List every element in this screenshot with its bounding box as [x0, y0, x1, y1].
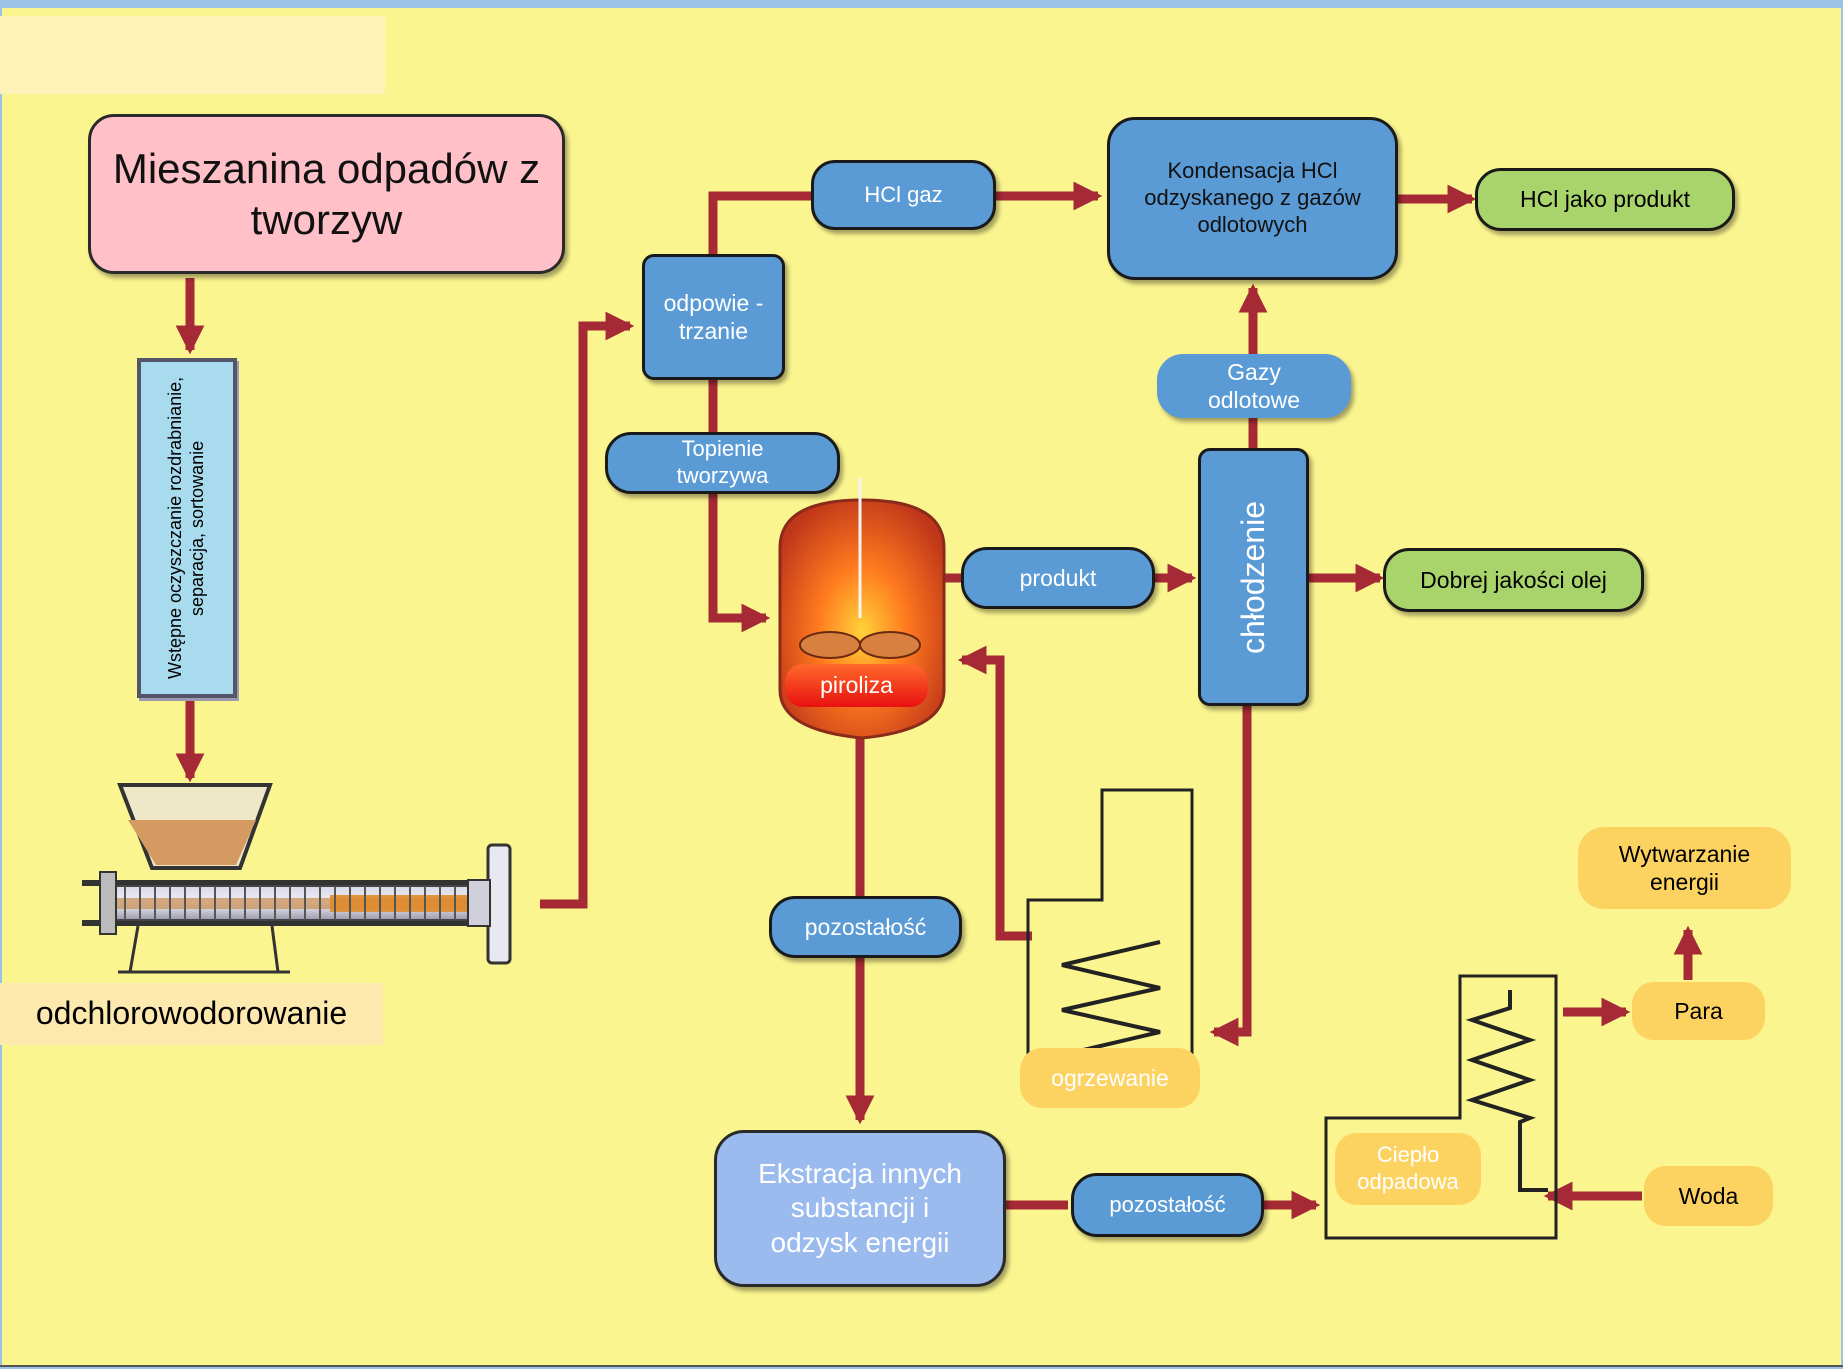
hcl-product-label: HCl jako produkt [1519, 186, 1691, 213]
cooling-label: chłodzenie [1234, 500, 1271, 654]
stirrer-blade-right [859, 631, 921, 659]
off-gases-box: Gazy odlotowe [1157, 354, 1351, 418]
extruder-illustration [82, 783, 512, 974]
extraction-label: Ekstracja innych substancji i odzysk ene… [758, 1158, 962, 1258]
extruder-end-cap [99, 871, 117, 935]
extraction-box: Ekstracja innych substancji i odzysk ene… [714, 1130, 1006, 1287]
condensation-label: Kondensacja HCl odzyskanego z gazów odlo… [1144, 158, 1361, 237]
pyrolysis-label-box: piroliza [785, 664, 928, 707]
dehydrochlorination-label: odchlorowodorowanie [35, 995, 348, 1032]
residue-box-1: pozostałość [769, 896, 962, 958]
extruder-supports [128, 925, 280, 973]
extruder-bottom-wall [82, 920, 510, 926]
hcl-gas-box: HCl gaz [811, 160, 996, 230]
heating-box: ogrzewanie [1020, 1048, 1200, 1108]
mixture-label: Mieszanina odpadów z tworzyw [112, 144, 541, 243]
water-label: Woda [1678, 1182, 1739, 1209]
boiler-coil [1465, 990, 1548, 1192]
condensation-box: Kondensacja HCl odzyskanego z gazów odlo… [1107, 117, 1398, 280]
outlet-flange-inner [467, 879, 491, 927]
arrow-degassing-to-hcl-gas [708, 191, 815, 257]
pyrolysis-label: piroliza [820, 672, 893, 699]
good-oil-label: Dobrej jakości olej [1420, 566, 1607, 593]
arrow-cooling-to-heater [1209, 706, 1252, 1047]
arrow-extruder-to-degassing [540, 311, 635, 909]
product-label: produkt [1019, 564, 1097, 591]
boiler-outline [1324, 974, 1558, 1240]
hcl-gas-label: HCl gaz [864, 181, 943, 207]
good-oil-box: Dobrej jakości olej [1383, 548, 1644, 612]
degassing-label: odpowie -trzanie [663, 289, 764, 344]
melting-box: Topienie tworzywa [605, 432, 840, 494]
off-gases-label: Gazy odlotowe [1207, 358, 1301, 413]
power-generation-label: Wytwarzanie energii [1618, 840, 1751, 895]
outlet-flange [486, 843, 512, 965]
residue-label-1: pozostałość [804, 913, 927, 940]
pretreatment-label: Wstępne oczyszczanie rozdrabnianie, sepa… [165, 376, 207, 680]
melting-label: Topienie tworzywa [676, 436, 769, 488]
residue-label-2: pozostałość [1109, 1191, 1226, 1217]
boiler-illustration [1324, 974, 1558, 1240]
arrow-heater-to-reactor [957, 645, 1032, 941]
mixture-box: Mieszanina odpadów z tworzyw [88, 114, 565, 274]
pretreatment-box: Wstępne oczyszczanie rozdrabnianie, sepa… [137, 358, 237, 698]
hopper-material [128, 820, 256, 865]
molten-material [330, 895, 505, 912]
water-box: Woda [1644, 1166, 1773, 1226]
power-generation-box: Wytwarzanie energii [1578, 827, 1791, 909]
steam-label: Para [1674, 997, 1723, 1024]
title-placeholder [0, 16, 385, 94]
residue-box-2: pozostałość [1071, 1173, 1264, 1237]
waste-heat-label: Ciepło odpadowa [1357, 1142, 1459, 1194]
waste-heat-box: Ciepło odpadowa [1335, 1133, 1481, 1205]
stirrer-blade-left [799, 631, 861, 659]
hcl-product-box: HCl jako produkt [1475, 168, 1735, 231]
degassing-box: odpowie -trzanie [642, 254, 785, 380]
heating-label: ogrzewanie [1051, 1064, 1169, 1091]
cooling-box: chłodzenie [1198, 448, 1309, 706]
product-box: produkt [961, 547, 1155, 609]
extruder-top-wall [82, 880, 510, 886]
steam-box: Para [1632, 982, 1765, 1040]
dehydrochlorination-label-box: odchlorowodorowanie [0, 983, 383, 1045]
